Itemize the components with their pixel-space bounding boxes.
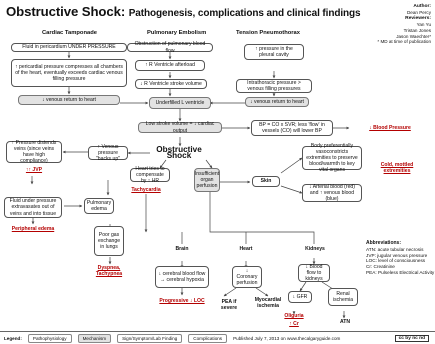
finding-oliguria: Oliguria — [284, 312, 304, 319]
header-cardiac-tamponade: Cardiac Tamponade — [42, 30, 97, 36]
node-skin: Skin — [252, 176, 280, 187]
node-gfr: ↓ GFR — [288, 291, 312, 303]
legend-bar: Legend: Pathophysiology Mechanism Sign/S… — [0, 331, 435, 344]
node-myocardial-ischemia: Myocardial ischemia — [254, 296, 282, 309]
finding-peripheral-edema: Peripheral edema — [11, 225, 55, 232]
finding-jvp: ↑↑ JVP — [25, 166, 43, 173]
node-heart: Heart — [239, 245, 253, 252]
node-tp-intrathoracic: Intrathoracic pressure > venous filling … — [236, 79, 312, 93]
node-arterial-venous: ↓ Arterial blood (red) and ↑ venous bloo… — [302, 184, 362, 202]
node-ct-pressure: ↑ pericardial pressure compresses all ch… — [11, 59, 127, 87]
header-pulmonary-embolism: Pulmonary Embolism — [147, 30, 207, 36]
header-tension-pneumothorax: Tension Pneumothorax — [236, 30, 300, 36]
finding-loc: Progressive ↓ LOC — [159, 297, 205, 304]
node-ct-fluid: Fluid in pericardium UNDER PRESSURE — [11, 43, 127, 52]
node-atn: ATN — [339, 318, 351, 325]
node-heart-rate: Heart tries to compensate by ↑ HR — [130, 166, 170, 184]
license-badge: cc by nc nd — [394, 334, 429, 342]
abbreviations-heading: Abbreviations: — [366, 240, 402, 246]
node-tp-pleural: ↑ pressure in the pleural cavity — [244, 44, 304, 60]
node-bp-formula: BP = CO x SVR; less 'flow' in vessels (C… — [251, 120, 333, 136]
abbr-pea: PEA: Pulseless Electrical Activity — [366, 269, 435, 275]
title-main: Obstructive Shock: — [6, 4, 126, 19]
abbr-loc: LOC: level of consciousness — [366, 258, 426, 264]
node-coronary: ↓ Coronary perfusion — [232, 266, 262, 288]
node-pulmonary-edema: Pulmonary edema — [84, 198, 114, 214]
node-obstructive-shock: Obstructive Shock — [156, 144, 202, 160]
credits-block: Author: Dean Percy Reviewers: Yan Yu Tri… — [349, 3, 431, 45]
reviewer-2: Tristan Jones — [403, 27, 431, 33]
finding-low-bp: ↓ Blood Pressure — [369, 124, 411, 131]
node-kidney-flow: ↓ Blood flow to kidneys — [298, 264, 330, 282]
node-insufficient-perfusion: Insufficient organ perfusion — [194, 168, 220, 192]
finding-cold-extremities: Cold, mottled extremities — [380, 161, 414, 174]
title-subtitle: Pathogenesis, complications and clinical… — [128, 8, 361, 19]
published-text[interactable]: Published July 7, 2013 on www.thecalgary… — [233, 335, 341, 341]
node-low-stroke-volume: Low stroke volume = ↓ cardiac output — [138, 121, 222, 134]
author-name: Dean Percy — [406, 9, 431, 15]
node-fluid-extravasates: Fluid under pressure extravasates out of… — [4, 197, 62, 218]
finding-cr: ↑ Cr — [289, 320, 299, 327]
node-renal-ischemia: Renal ischemia — [328, 288, 358, 306]
finding-tachycardia: Tachycardia — [131, 187, 161, 194]
node-veins-distend: ↑ Pressure distends veins (since veins h… — [6, 140, 62, 164]
node-cerebral-hypoxia: ↓ cerebral blood flow → cerebral hypoxia — [155, 266, 209, 288]
abbreviations-block: Abbreviations: ATN: acute tubular necros… — [366, 240, 435, 276]
legend-sign-symptom: Sign/Symptom/Lab Finding — [117, 333, 183, 343]
abbr-cr: Cr: Creatinine — [366, 264, 395, 270]
node-kidneys: Kidneys — [305, 245, 325, 252]
node-vasoconstrict: Body preferentially vasoconstricts extre… — [302, 143, 362, 173]
node-pe-afterload: ↑ R Ventricle afterload — [135, 60, 205, 71]
node-pea: PEA if severe — [220, 298, 238, 311]
page-title: Obstructive Shock: Pathogenesis, complic… — [6, 4, 361, 19]
node-ct-return: ↓ venous return to heart — [18, 95, 120, 105]
credits-note: * MD at time of publication — [377, 39, 431, 45]
abbr-atn: ATN: acute tubular necrosis — [366, 246, 424, 252]
legend-label: Legend: — [4, 335, 22, 341]
node-underfilled: Underfilled L ventricle — [149, 97, 211, 109]
node-venous-backup: ↑ Venous pressure "backs up" — [88, 144, 128, 162]
reviewer-1: Yan Yu — [416, 22, 431, 28]
author-label: Author: — [413, 4, 431, 9]
abbr-jvp: JVP: jugular venous pressure — [366, 252, 428, 258]
node-pe-obstruction: Obstruction of pulmonary blood flow — [127, 41, 213, 54]
legend-complications: Complications — [188, 333, 228, 343]
node-brain: Brain — [175, 245, 189, 252]
reviewers-label: Reviewers: — [405, 16, 431, 22]
legend-mechanism: Mechanism — [77, 333, 112, 343]
node-pe-volume: ↓ R Ventricle stroke volume — [135, 79, 207, 89]
reviewer-3: Jason Waechter* — [396, 33, 431, 39]
finding-dyspnea: Dyspnea, Tachypnea — [95, 264, 123, 277]
node-tp-return: ↓ venous return to heart — [245, 97, 309, 107]
node-poor-gas-exchange: Poor gas exchange in lungs — [94, 226, 124, 256]
legend-pathophysiology: Pathophysiology — [27, 333, 72, 343]
